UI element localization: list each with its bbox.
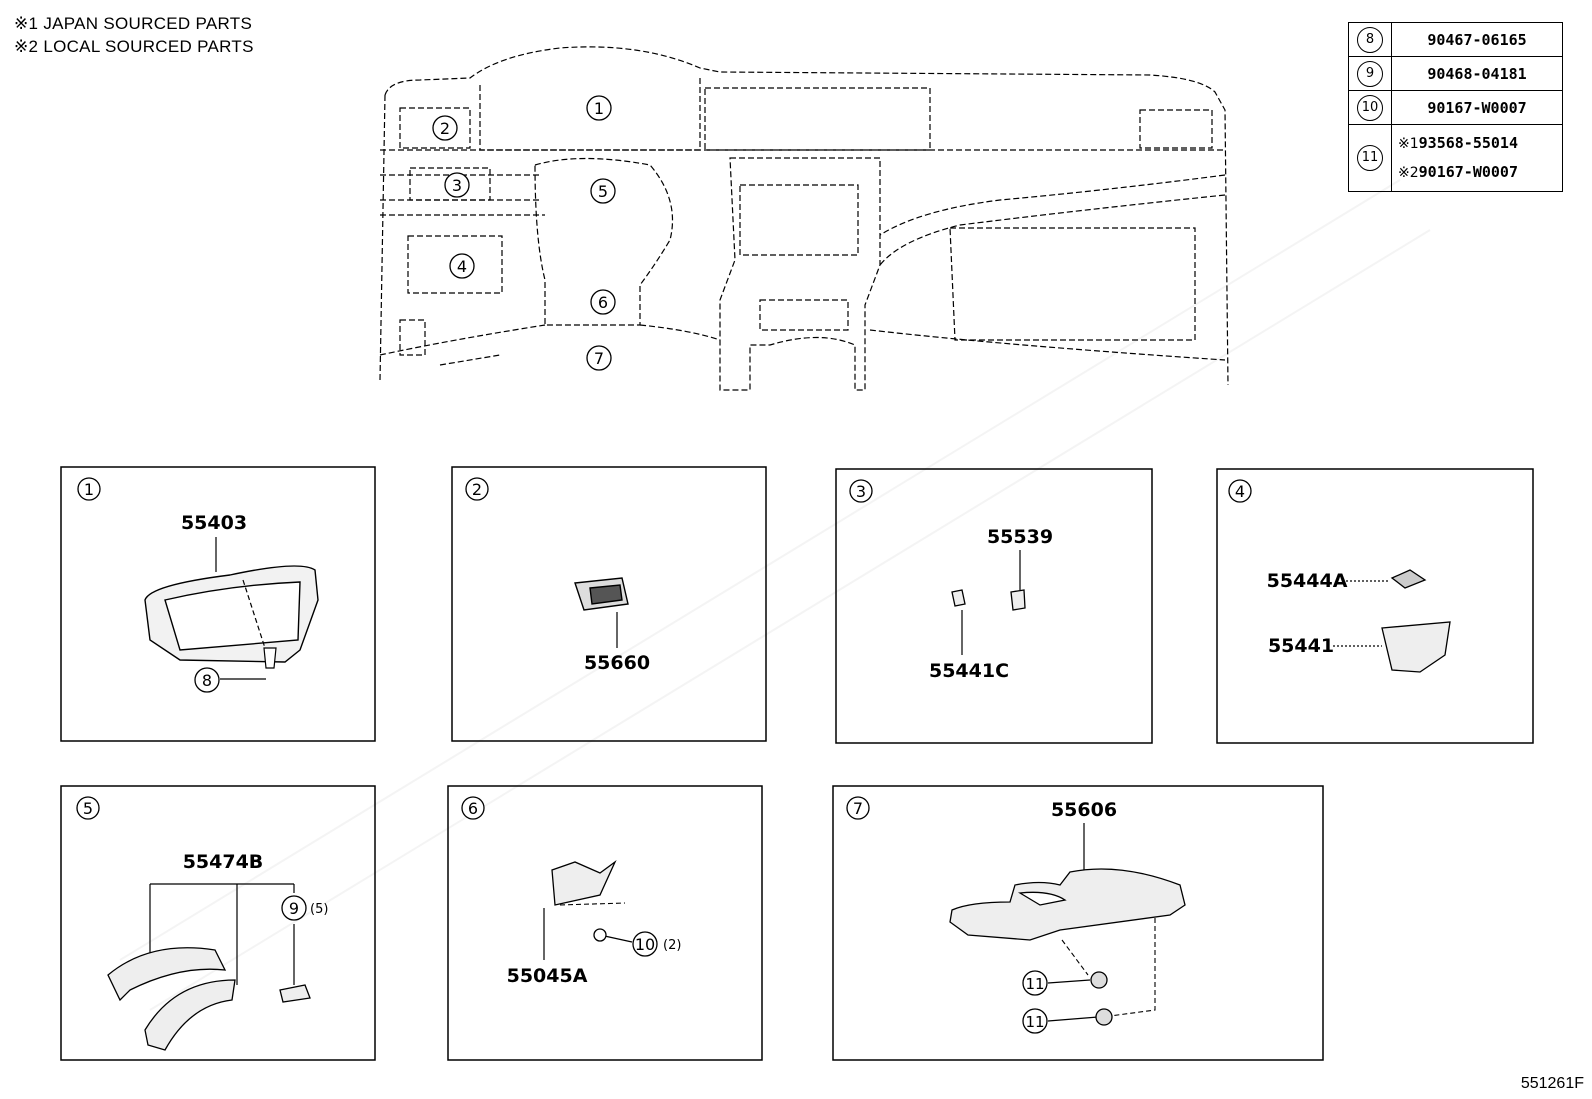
lower-panel-drawing	[949, 868, 1186, 941]
panel-2-number: 2	[472, 480, 482, 499]
callout-3: 3	[452, 176, 462, 195]
note-local-sourced: ※2 LOCAL SOURCED PARTS	[14, 37, 254, 56]
panel-2	[451, 466, 767, 742]
bracket-drawing	[551, 860, 617, 906]
panel-3-number: 3	[856, 482, 866, 501]
part-55660: 55660	[584, 652, 650, 674]
legend-part-number: 93568-55014	[1418, 134, 1518, 152]
panel-7-ref-11-lower: 11	[1025, 1013, 1044, 1031]
legend-part-number: 90167-W0007	[1418, 163, 1518, 181]
overview-callouts	[432, 95, 616, 371]
note-japan-sourced: ※1 JAPAN SOURCED PARTS	[14, 14, 253, 33]
clip-55539	[1010, 589, 1026, 611]
callout-1: 1	[594, 99, 604, 118]
panel-6-qty: (2)	[663, 938, 681, 953]
cover-55444a	[1390, 569, 1427, 589]
callout-6: 6	[598, 293, 608, 312]
callout-7: 7	[594, 349, 604, 368]
part-55444a: 55444A	[1267, 570, 1348, 592]
meter-hood-drawing	[144, 565, 319, 663]
legend-number: 9	[1357, 60, 1383, 87]
panel-1-number: 1	[84, 480, 94, 499]
dashboard-overview	[379, 46, 1229, 391]
legend-row: 8 90467-06165	[1348, 22, 1563, 57]
callout-2: 2	[440, 119, 450, 138]
panel-5-ref-9: 9	[289, 899, 299, 918]
legend-number: 10	[1357, 94, 1383, 121]
panel-7	[832, 785, 1324, 1061]
column-cover-drawing	[107, 947, 311, 1051]
box-55441	[1381, 621, 1451, 673]
part-55606: 55606	[1051, 799, 1117, 821]
panel-6-number: 6	[468, 799, 478, 818]
part-number-legend: 8 90467-06165 9 90468-04181 10 90167-W00…	[1348, 22, 1563, 192]
part-55403: 55403	[181, 512, 247, 534]
legend-row: 11 ※193568-55014 ※290167-W0007	[1348, 124, 1563, 192]
part-55474b: 55474B	[183, 851, 264, 873]
part-55539: 55539	[987, 526, 1053, 548]
clip-55441c	[951, 589, 966, 607]
panel-5-number: 5	[83, 799, 93, 818]
legend-part-number: 90167-W0007	[1391, 90, 1563, 125]
panel-5	[60, 785, 376, 1061]
panel-7-number: 7	[853, 799, 863, 818]
part-55441c: 55441C	[929, 660, 1009, 682]
panel-6	[447, 785, 763, 1061]
drawing-code: 551261F	[1520, 1075, 1584, 1092]
callout-4: 4	[457, 257, 467, 276]
legend-source-mark: ※1	[1398, 136, 1419, 152]
legend-part-number: 90468-04181	[1391, 56, 1563, 91]
legend-source-mark: ※2	[1398, 165, 1419, 181]
panel-1-ref-8: 8	[202, 671, 212, 690]
part-55045a: 55045A	[507, 965, 588, 987]
panel-5-qty: (5)	[310, 902, 328, 917]
screw-11-lower	[1095, 1008, 1113, 1026]
part-55441: 55441	[1268, 635, 1334, 657]
callout-5: 5	[598, 182, 608, 201]
panel-4	[1216, 468, 1534, 744]
legend-part-number: 90467-06165	[1391, 22, 1563, 57]
panel-4-number: 4	[1235, 482, 1245, 501]
air-outlet-drawing	[574, 577, 629, 611]
legend-row: 9 90468-04181	[1348, 56, 1563, 91]
panel-6-ref-10: 10	[635, 935, 655, 954]
panel-7-ref-11-upper: 11	[1025, 975, 1044, 993]
legend-row: 10 90167-W0007	[1348, 90, 1563, 125]
panel-3	[835, 468, 1153, 744]
screw-11-upper	[1090, 971, 1108, 989]
legend-number: 11	[1357, 145, 1383, 171]
legend-number: 8	[1357, 26, 1383, 53]
watermark-logo	[119, 179, 1431, 1011]
bolt-10	[593, 928, 607, 942]
panel-1	[60, 466, 376, 742]
